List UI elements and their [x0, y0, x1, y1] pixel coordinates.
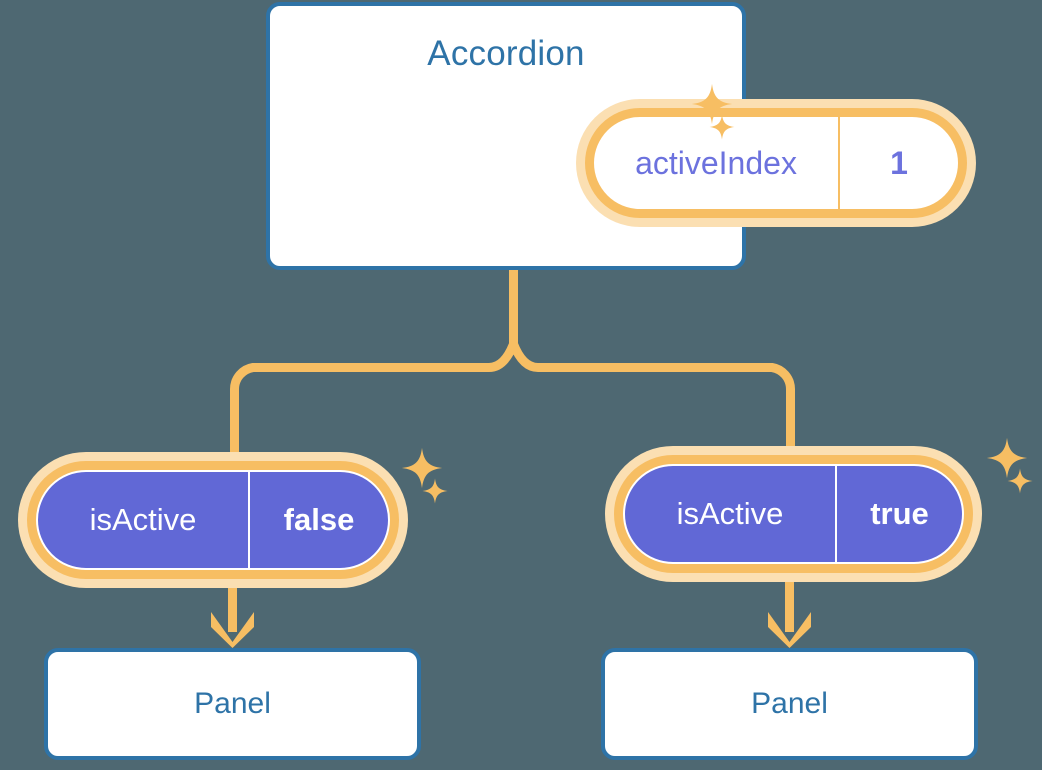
prop-value: false: [283, 502, 355, 537]
sparkle-icon: [709, 114, 735, 140]
accordion-title: Accordion: [427, 34, 585, 73]
prop-name: isActive: [625, 466, 837, 562]
sparkle-icon: [986, 437, 1028, 479]
arrow-down-right: [768, 582, 811, 648]
sparkle-icon: [401, 447, 443, 489]
prop-pill-isactive-left: isActive false: [18, 452, 408, 588]
panel-card-right: Panel: [601, 648, 978, 760]
panel-title: Panel: [194, 687, 271, 720]
sparkle-icon: [691, 83, 733, 125]
pill-body: isActive true: [623, 464, 964, 564]
prop-pill-isactive-right: isActive true: [605, 446, 982, 582]
prop-name: isActive: [38, 472, 250, 568]
panel-card-left: Panel: [44, 648, 421, 760]
sparkle-icon: [422, 478, 448, 504]
prop-pill-activeindex: activeIndex 1: [576, 99, 976, 227]
connector-left-branch: [230, 342, 518, 456]
pill-body: activeIndex 1: [594, 117, 958, 209]
arrow-down-left: [211, 588, 254, 648]
prop-value: true: [870, 496, 929, 531]
prop-name: activeIndex: [594, 117, 840, 209]
sparkle-icon: [1007, 468, 1033, 494]
prop-value: 1: [890, 144, 908, 181]
connector-right-branch: [509, 342, 795, 450]
panel-title: Panel: [751, 687, 828, 720]
accordion-card: Accordion activeIndex 1: [266, 2, 976, 270]
pill-body: isActive false: [36, 470, 390, 570]
